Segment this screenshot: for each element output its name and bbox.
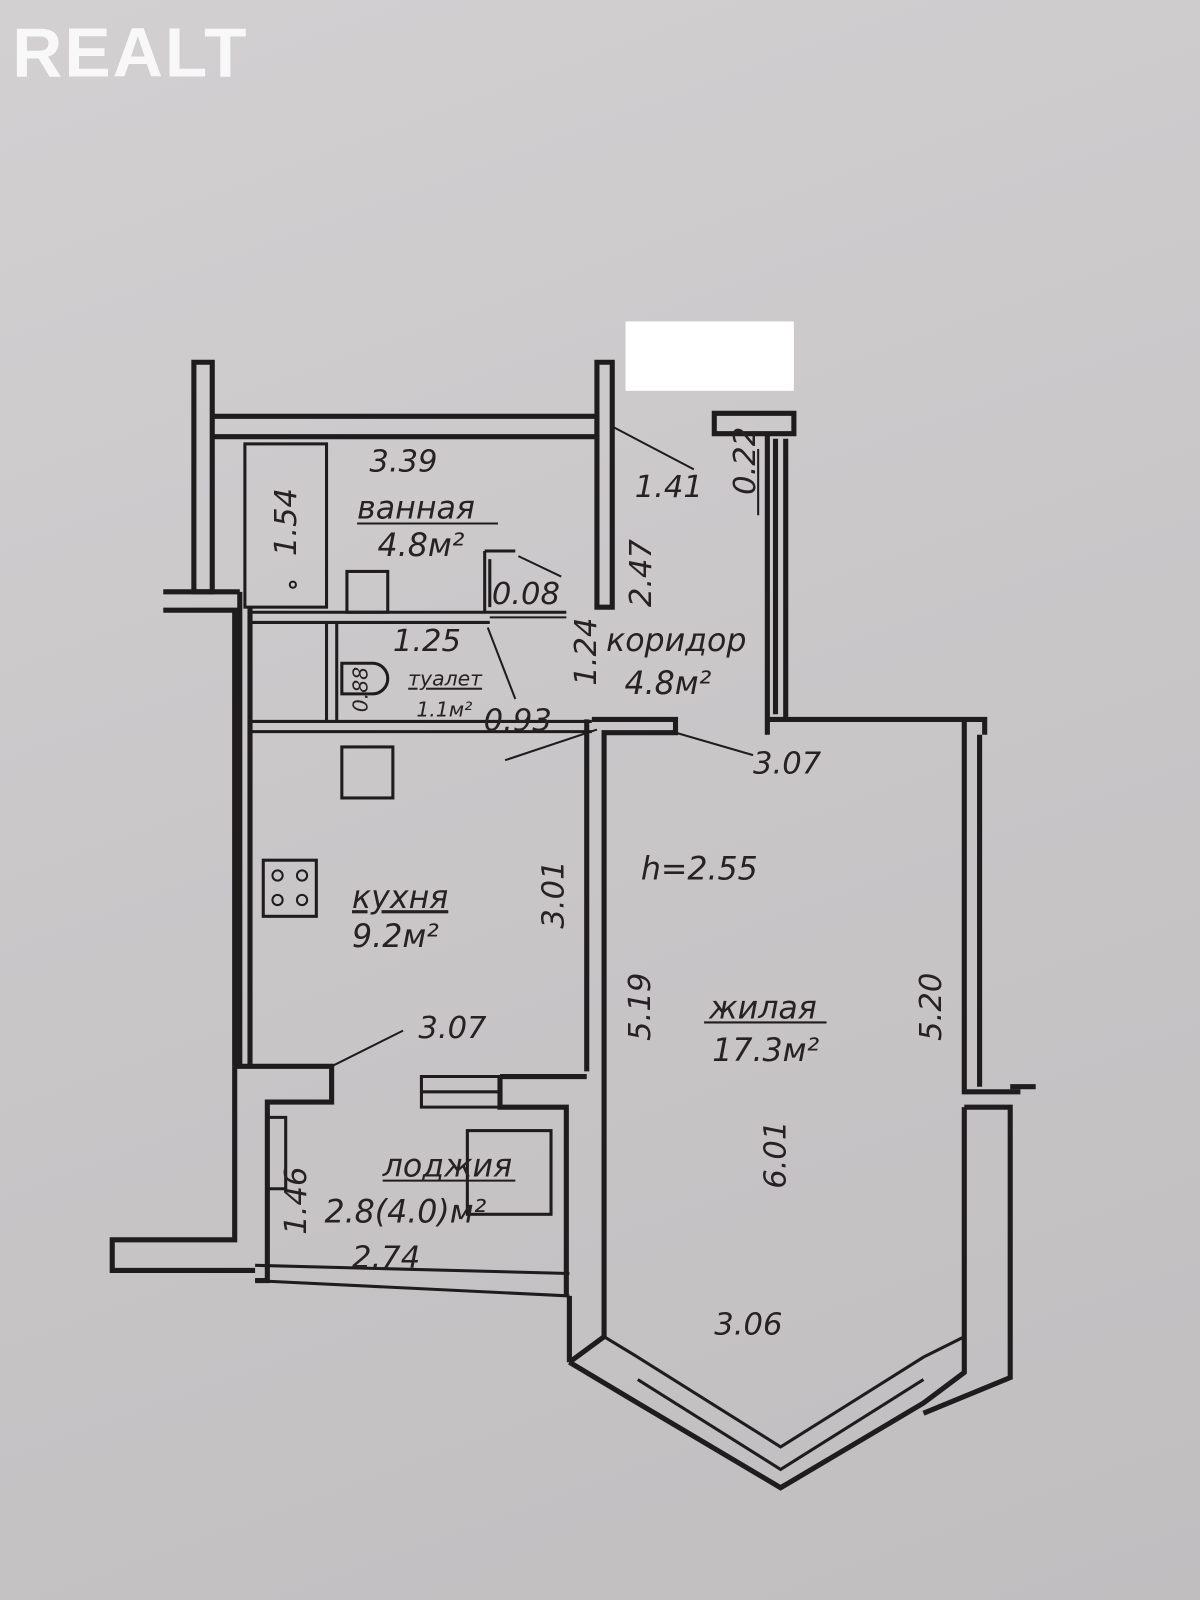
dim-corridor-diag: 1.41 [635, 470, 703, 505]
sink-icon [345, 569, 390, 614]
realt-logo: REALT [12, 14, 248, 92]
dim-kitchen-depth: 3.01 [536, 860, 571, 928]
dim-corridor-stub: 0.22 [728, 427, 763, 495]
toilet-icon [340, 661, 390, 696]
dim-toilet-depth: 0.88 [348, 667, 372, 712]
dim-kitchen-bottom: 3.07 [418, 1011, 487, 1046]
dim-toilet-width: 1.25 [393, 624, 461, 659]
bathtub-icon [243, 442, 329, 609]
walls [109, 359, 1036, 1491]
room-name-bath: ванная [357, 490, 475, 526]
dim-corridor-len: 2.47 [624, 538, 659, 607]
room-name-living: жилая [708, 990, 817, 1026]
dim-bath-width: 3.39 [369, 444, 437, 479]
room-area-corridor: 4.8м² [624, 666, 711, 702]
loggia-unit-icon [465, 1129, 553, 1216]
room-name-toilet: туалет [408, 667, 483, 691]
dim-loggia-width: 2.74 [352, 1240, 420, 1275]
room-area-toilet: 1.1м² [416, 697, 472, 721]
dim-bath-tub: 1.54 [269, 488, 304, 556]
leader-lines [331, 425, 827, 1182]
room-area-living: 17.3м² [712, 1033, 819, 1069]
dim-living-bottom: 3.06 [714, 1308, 782, 1343]
dim-toilet-door: 0.93 [484, 704, 552, 739]
room-name-kitchen: кухня [352, 880, 448, 916]
redaction-mask [625, 321, 794, 391]
dim-niche: 0.08 [492, 577, 560, 612]
room-name-corridor: коридор [606, 623, 746, 659]
room-area-bath: 4.8м² [378, 528, 465, 564]
kitchen-sink-icon [340, 745, 395, 800]
labels: 3.39 ванная 4.8м² 1.54 1.41 0.22 2.47 0.… [269, 427, 949, 1343]
dim-living-left: 5.19 [623, 973, 658, 1041]
radiator-icon [419, 1075, 502, 1109]
dim-living-center: 6.01 [759, 1121, 794, 1189]
ceiling-height: h=2.55 [641, 852, 758, 888]
room-name-loggia: лоджия [382, 1149, 513, 1185]
loggia-shelf-icon [267, 1115, 288, 1191]
dim-living-right: 5.20 [914, 973, 949, 1041]
fixtures [243, 442, 553, 1216]
drain-icon [288, 580, 297, 589]
stove-icon [261, 858, 318, 918]
dim-corridor-width: 1.24 [569, 618, 604, 686]
dim-living-top: 3.07 [753, 746, 822, 781]
room-area-loggia: 2.8(4.0)м² [324, 1194, 486, 1230]
room-area-kitchen: 9.2м² [352, 919, 439, 955]
dim-loggia-depth: 1.46 [279, 1167, 314, 1235]
